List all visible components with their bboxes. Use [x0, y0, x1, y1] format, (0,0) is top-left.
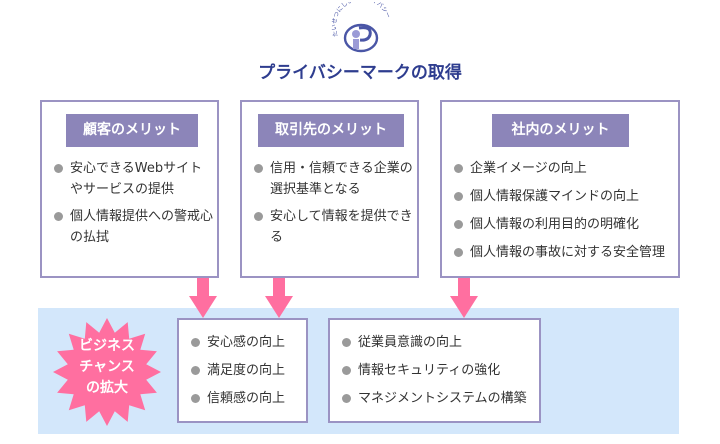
external-effects-list: 安心感の向上 満足度の向上 信頼感の向上 [191, 332, 306, 416]
privacy-mark-logo: たいせつにしますプライバシー [330, 0, 392, 54]
list-item: 安心感の向上 [191, 332, 306, 353]
list-item: 安心して情報を提供できる [254, 206, 414, 248]
down-arrow-icon [450, 278, 478, 318]
list-item: マネジメントシステムの構築 [342, 388, 542, 409]
badge-line: の拡大 [86, 380, 128, 396]
internal-merit-box: 社内のメリット 企業イメージの向上 個人情報保護マインドの向上 個人情報の利用目… [440, 100, 680, 278]
list-item: 個人情報の事故に対する安全管理 [454, 242, 679, 263]
internal-effects-list: 従業員意識の向上 情報セキュリティの強化 マネジメントシステムの構築 [342, 332, 542, 416]
list-item: 情報セキュリティの強化 [342, 360, 542, 381]
page-title: プライバシーマークの取得 [258, 63, 462, 83]
list-item: 安心できるWebサイトやサービスの提供 [54, 158, 214, 200]
badge-line: チャンス [79, 359, 135, 375]
internal-effects-box: 従業員意識の向上 情報セキュリティの強化 マネジメントシステムの構築 [328, 318, 541, 423]
internal-merit-header: 社内のメリット [492, 114, 629, 147]
customer-merit-box: 顧客のメリット 安心できるWebサイトやサービスの提供 個人情報提供への警戒心の… [40, 100, 219, 278]
list-item: 満足度の向上 [191, 360, 306, 381]
partner-merit-box: 取引先のメリット 信用・信頼できる企業の選択基準となる 安心して情報を提供できる [240, 100, 419, 278]
list-item: 信頼感の向上 [191, 388, 306, 409]
down-arrow-icon [265, 278, 293, 318]
external-effects-box: 安心感の向上 満足度の向上 信頼感の向上 [177, 318, 308, 423]
partner-merit-list: 信用・信頼できる企業の選択基準となる 安心して情報を提供できる [254, 158, 414, 254]
customer-merit-list: 安心できるWebサイトやサービスの提供 個人情報提供への警戒心の払拭 [54, 158, 214, 254]
list-item: 企業イメージの向上 [454, 158, 679, 179]
badge-line: ビジネス [79, 338, 135, 354]
internal-merit-list: 企業イメージの向上 個人情報保護マインドの向上 個人情報の利用目的の明確化 個人… [454, 158, 679, 270]
customer-merit-header: 顧客のメリット [66, 114, 198, 147]
list-item: 信用・信頼できる企業の選択基準となる [254, 158, 414, 200]
down-arrow-icon [189, 278, 217, 318]
list-item: 個人情報提供への警戒心の払拭 [54, 206, 214, 248]
list-item: 個人情報保護マインドの向上 [454, 186, 679, 207]
starburst-badge-icon [53, 318, 161, 426]
list-item: 従業員意識の向上 [342, 332, 542, 353]
privacy-mark-logo-icon: たいせつにしますプライバシー [331, 0, 392, 53]
partner-merit-header: 取引先のメリット [258, 114, 404, 147]
business-chance-badge: ビジネス チャンス の拡大 [52, 336, 162, 399]
list-item: 個人情報の利用目的の明確化 [454, 214, 679, 235]
